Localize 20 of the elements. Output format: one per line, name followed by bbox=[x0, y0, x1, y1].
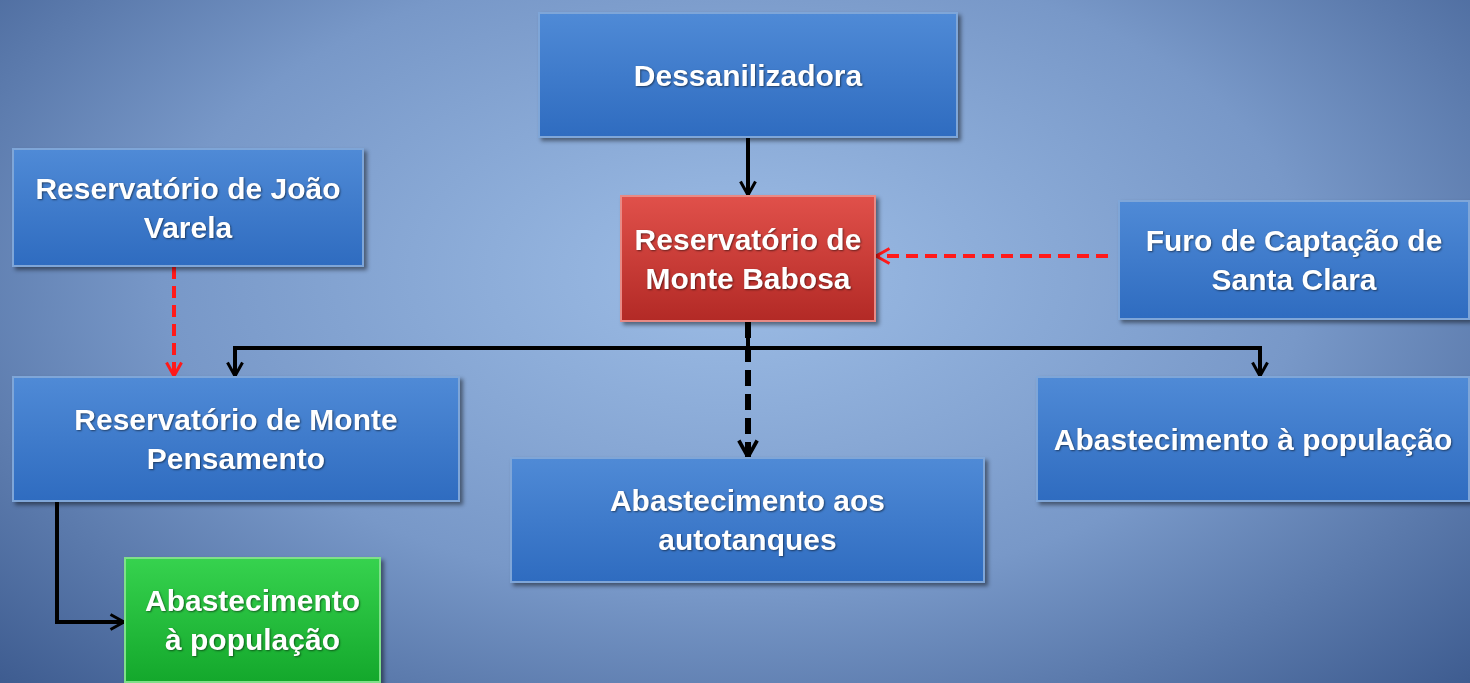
process-box bbox=[12, 148, 364, 267]
arrow bbox=[737, 322, 759, 459]
process-box bbox=[12, 376, 460, 502]
box-label: Furo de Captação de Santa Clara bbox=[1144, 223, 1444, 298]
box-label: Dessanilizadora bbox=[633, 57, 863, 94]
arrow bbox=[739, 138, 757, 197]
box-label: Abastecimento à população bbox=[143, 583, 362, 658]
process-box bbox=[1036, 376, 1470, 502]
box-label: Reservatório de Monte Babosa bbox=[634, 221, 862, 297]
process-box bbox=[538, 12, 958, 138]
box-label: Abastecimento aos autotanques bbox=[608, 483, 887, 558]
box-label: Reservatório de Monte Pensamento bbox=[73, 402, 399, 477]
process-box bbox=[1118, 200, 1470, 320]
reservoir-box bbox=[620, 195, 876, 322]
process-box bbox=[510, 457, 985, 583]
box-label: Abastecimento à população bbox=[1053, 421, 1453, 458]
supply-box bbox=[124, 557, 381, 683]
arrow bbox=[55, 502, 126, 631]
arrow bbox=[165, 267, 183, 378]
box-label: Reservatório de João Varela bbox=[34, 170, 342, 246]
